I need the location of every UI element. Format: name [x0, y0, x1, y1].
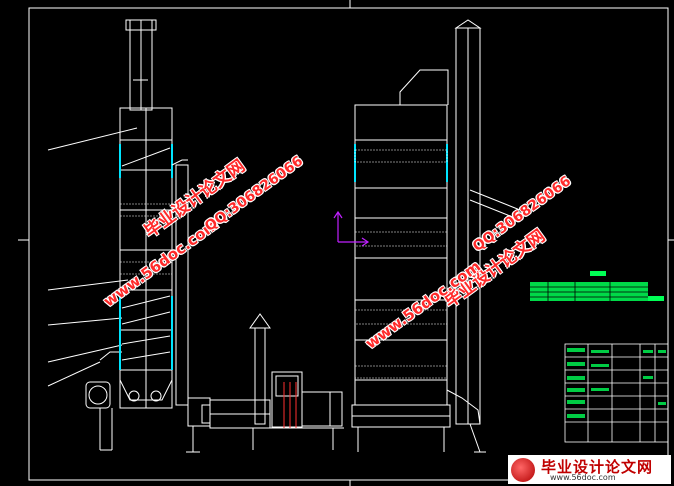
parts-list: [530, 271, 664, 301]
footer-logo: 毕业设计论文网 www.56doc.com: [508, 455, 671, 484]
left-tower-bands: [119, 203, 173, 275]
parts-list-grid: [530, 282, 648, 301]
title-block-fill: [567, 348, 666, 418]
ucs-axis-icon: [333, 210, 370, 247]
left-tower: [47, 19, 173, 451]
right-elevator: [446, 19, 521, 453]
footer-logo-url: www.56doc.com: [550, 473, 616, 482]
burner-hatch: [283, 382, 297, 428]
right-tower-bands: [354, 149, 448, 379]
middle-equipment: [201, 313, 344, 450]
drawing-frame: [18, 0, 674, 486]
footer-logo-title: 毕业设计论文网: [541, 458, 654, 476]
logo-ball-icon: [511, 458, 535, 482]
right-tower: [351, 69, 451, 452]
left-tower-flanges: [119, 144, 173, 370]
title-block: [564, 343, 669, 443]
